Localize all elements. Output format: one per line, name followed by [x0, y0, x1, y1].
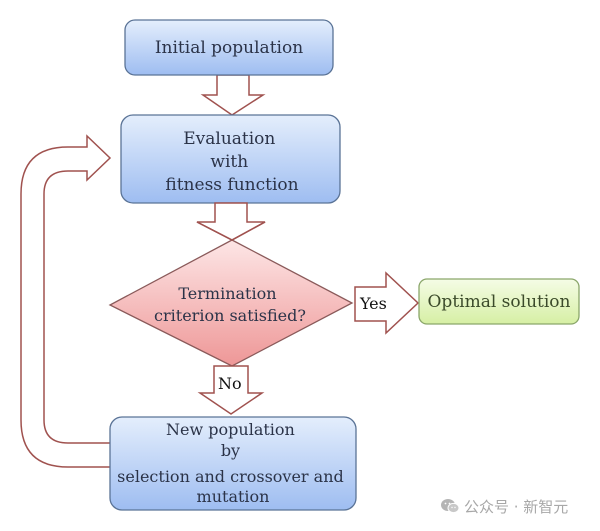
node-termination-text: Termination criterion satisfied?: [154, 284, 306, 325]
yes-label: Yes: [359, 294, 387, 313]
node-termination-decision: Termination criterion satisfied?: [108, 239, 354, 367]
node-evaluation-text: Evaluation with fitness function: [165, 129, 298, 195]
arrow-evaluation-to-decision-overlap: [196, 221, 266, 241]
node-new-population-text: New population by selection and crossove…: [117, 420, 349, 506]
arrow-yes: Yes: [354, 271, 420, 335]
no-label: No: [218, 374, 242, 393]
node-evaluation: Evaluation with fitness function: [120, 114, 341, 204]
node-initial-population-text: Initial population: [155, 38, 303, 58]
watermark: 公众号 · 新智元: [440, 494, 568, 518]
watermark-text: 公众号 · 新智元: [464, 497, 569, 516]
wechat-icon: [440, 498, 460, 514]
loop-back-arrow: [20, 134, 112, 468]
arrow-no: No: [197, 365, 265, 415]
node-new-population: New population by selection and crossove…: [109, 416, 357, 511]
node-initial-population: Initial population: [124, 19, 334, 76]
arrow-initial-to-evaluation: [200, 74, 266, 116]
arrow-evaluation-to-decision: [196, 202, 266, 241]
node-optimal-solution-text: Optimal solution: [428, 292, 571, 312]
node-optimal-solution: Optimal solution: [418, 278, 580, 325]
